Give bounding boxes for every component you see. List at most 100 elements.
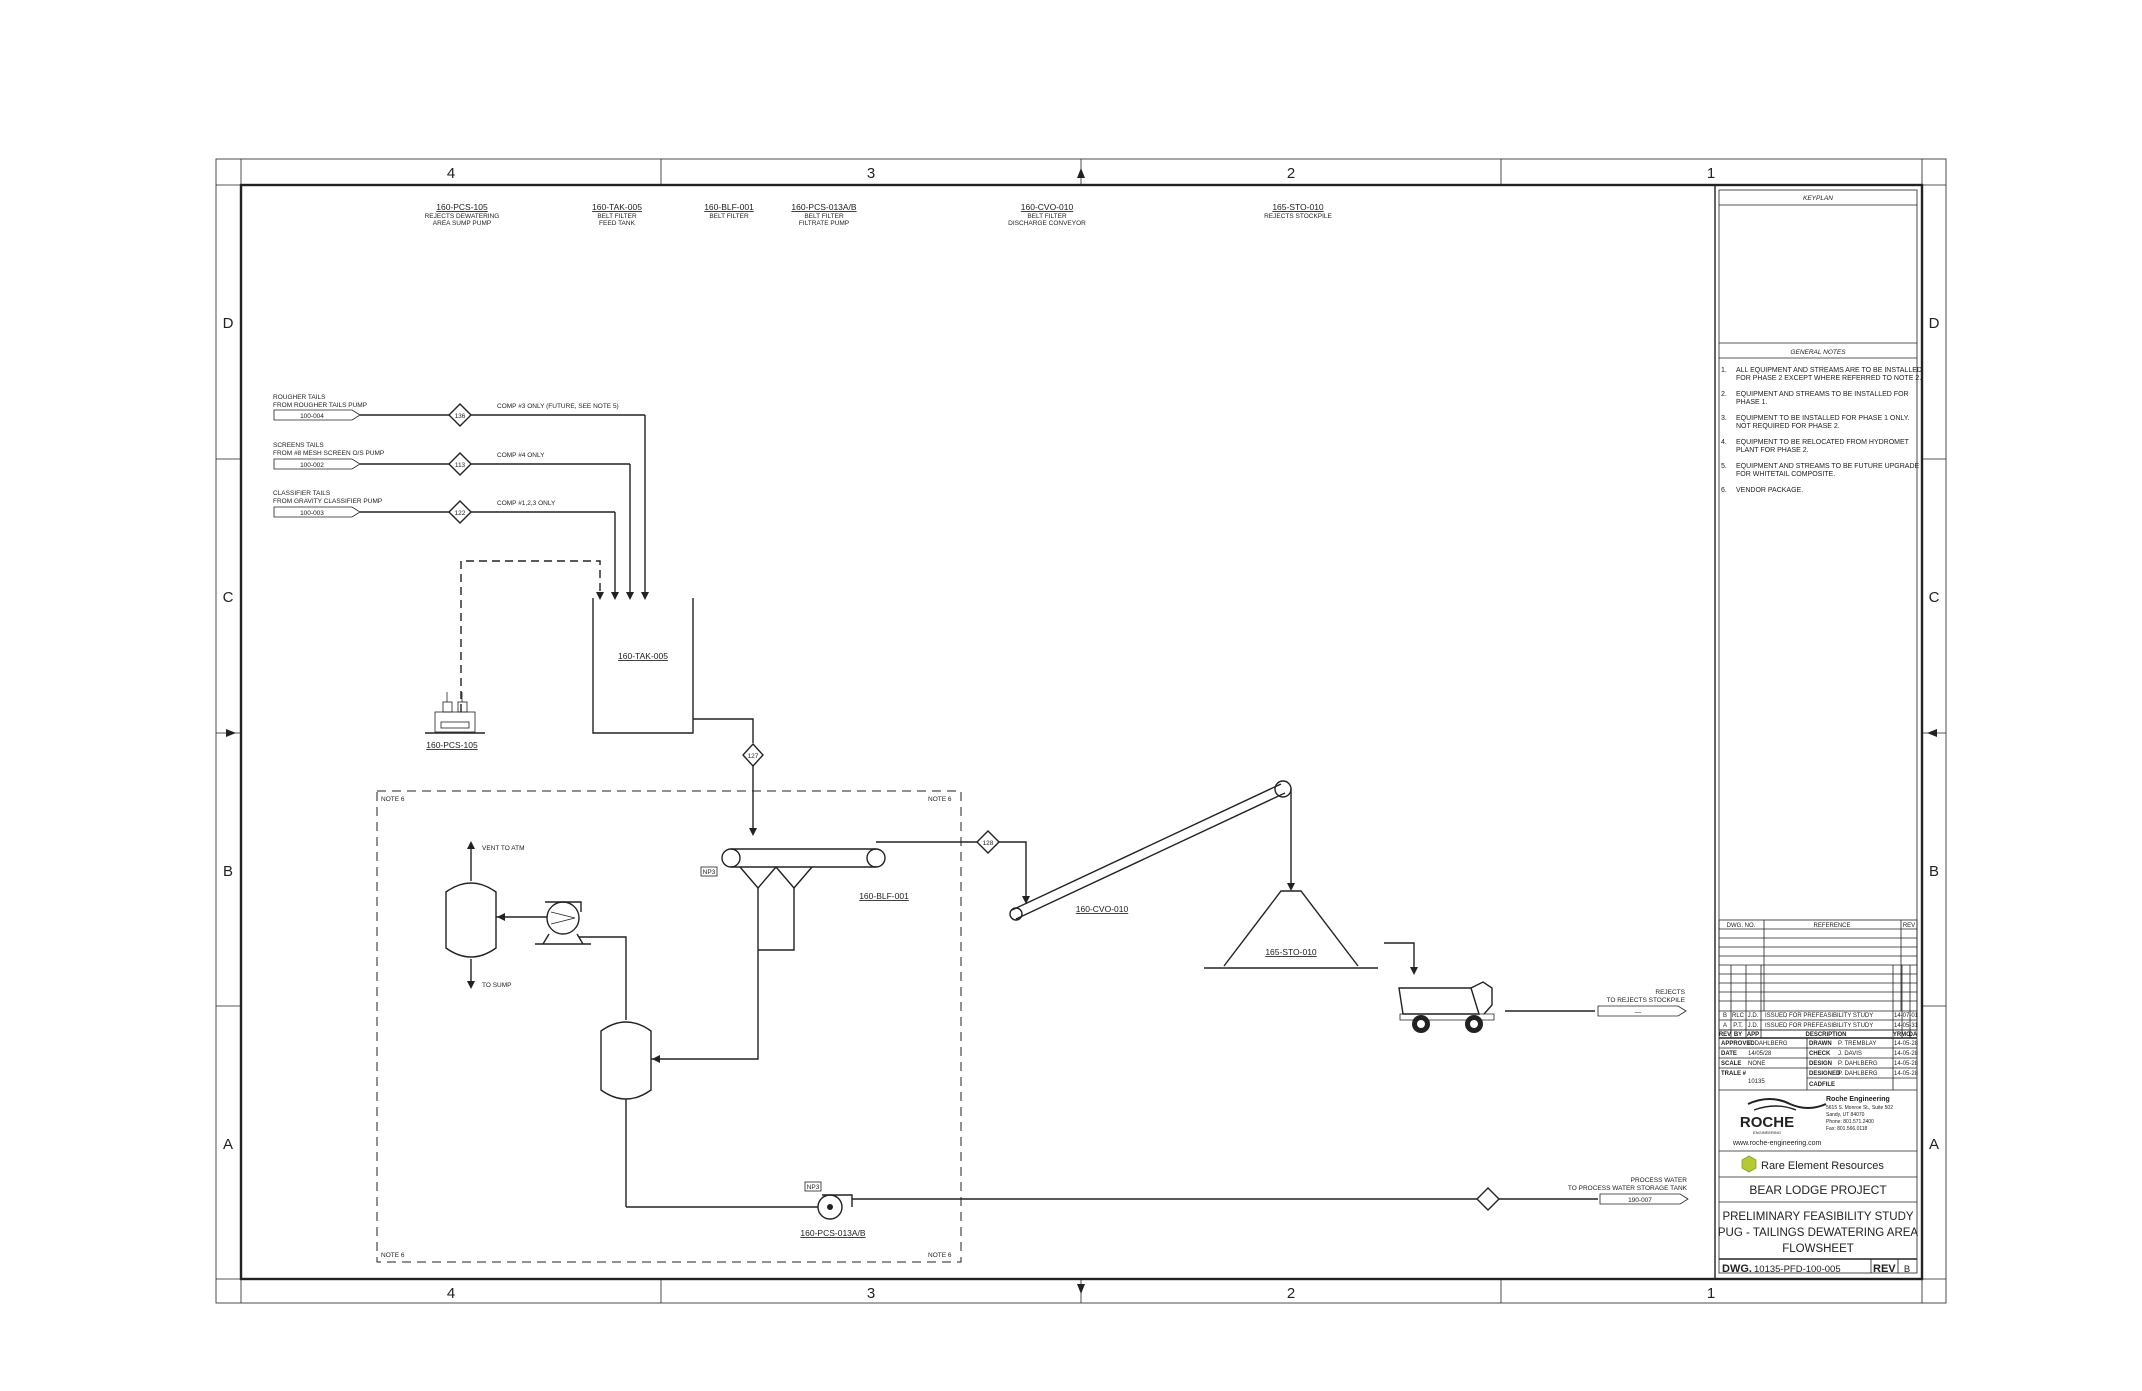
note-text: PLANT FOR PHASE 2. xyxy=(1736,447,1809,454)
header-desc: BELT FILTER xyxy=(597,213,637,220)
note-number: 2. xyxy=(1721,391,1727,398)
feed-note: COMP #1,2,3 ONLY xyxy=(497,500,556,507)
company-name: Roche Engineering xyxy=(1826,1096,1890,1103)
note-number: 1. xyxy=(1721,367,1727,374)
rev-label: REV xyxy=(1873,1263,1896,1275)
info-date: 14-05-28 xyxy=(1894,1071,1919,1077)
note-text: PHASE 1. xyxy=(1736,399,1768,406)
note-text: VENDOR PACKAGE. xyxy=(1736,487,1803,494)
rev-header: DA xyxy=(1909,1032,1918,1038)
vendor-note: NOTE 6 xyxy=(928,796,952,803)
vent-label: VENT TO ATM xyxy=(482,845,525,852)
water-ref: 190-007 xyxy=(1628,1197,1652,1204)
zone-col-bottom: 3 xyxy=(867,1285,875,1302)
belt-filter: NP3 160-BLF-001 128 xyxy=(700,830,1030,951)
dwg-label: DWG. xyxy=(1722,1263,1752,1275)
rev-app: J.D. xyxy=(1748,1023,1759,1029)
vendor-badge: NP3 xyxy=(703,869,716,876)
to-sump-label: TO SUMP xyxy=(482,982,512,989)
vendor-note: NOTE 6 xyxy=(381,796,405,803)
zone-col-top: 3 xyxy=(867,165,875,182)
haul-truck-icon: REJECTS TO REJECTS STOCKPILE — xyxy=(1398,981,1687,1033)
info-key: TRALE # xyxy=(1721,1071,1747,1077)
note-text: FOR WHITETAIL COMPOSITE. xyxy=(1736,471,1835,478)
note-number: 3. xyxy=(1721,415,1727,422)
stream-number: 128 xyxy=(983,840,994,847)
info-value: P. DAHLBERG xyxy=(1748,1041,1788,1047)
header-desc: REJECTS DEWATERING xyxy=(425,213,500,220)
feed-source: FROM #8 MESH SCREEN O/S PUMP xyxy=(273,450,384,457)
rejects-title: REJECTS xyxy=(1655,989,1685,996)
ref-header: REFERENCE xyxy=(1813,923,1850,929)
rev-desc: ISSUED FOR PREFEASIBILITY STUDY xyxy=(1765,1023,1873,1029)
info-value: 10135 xyxy=(1748,1079,1765,1085)
note-number: 4. xyxy=(1721,439,1727,446)
note-text: FOR PHASE 2 EXCEPT WHERE REFERRED TO NOT… xyxy=(1736,375,1921,382)
stream-number: 136 xyxy=(455,413,466,420)
company-address: Sandy, UT 84070 xyxy=(1826,1112,1865,1118)
drawing-title-line: PUG - TAILINGS DEWATERING AREA xyxy=(1718,1227,1919,1239)
stream-number: 122 xyxy=(455,510,466,517)
note-text: ALL EQUIPMENT AND STREAMS ARE TO BE INST… xyxy=(1736,367,1922,374)
company-logo-sub: ENGINEERING xyxy=(1753,1130,1781,1135)
zone-col-bottom: 2 xyxy=(1287,1285,1295,1302)
info-key: DESIGNED xyxy=(1809,1071,1841,1077)
feed-note: COMP #4 ONLY xyxy=(497,452,545,459)
feed-ref: 100-002 xyxy=(300,462,324,469)
info-date: 14-05-28 xyxy=(1894,1041,1919,1047)
roche-logo: ROCHE ENGINEERING xyxy=(1740,1098,1827,1135)
header-desc: FILTRATE PUMP xyxy=(799,220,849,227)
feed-streams: ROUGHER TAILS FROM ROUGHER TAILS PUMP 10… xyxy=(273,394,649,600)
conveyor-label: 160-CVO-010 xyxy=(1076,904,1129,914)
feed-title: CLASSIFIER TAILS xyxy=(273,490,331,497)
filtrate-pump: NP3 160-PCS-013A/B PROCESS WATER TO PROC… xyxy=(626,1177,1689,1238)
info-key: CADFILE xyxy=(1809,1082,1835,1088)
water-dest: TO PROCESS WATER STORAGE TANK xyxy=(1568,1185,1688,1192)
rev-header: DESCRIPTION xyxy=(1805,1032,1846,1038)
info-key: DESIGN xyxy=(1809,1061,1832,1067)
note-text: EQUIPMENT AND STREAMS TO BE FUTURE UPGRA… xyxy=(1736,463,1920,470)
rev-desc: ISSUED FOR PREFEASIBILITY STUDY xyxy=(1765,1013,1873,1019)
note-number: 5. xyxy=(1721,463,1727,470)
rev-date: 14-05-31 xyxy=(1894,1023,1919,1029)
company-address: 5615 S. Monroe St., Suite 502 xyxy=(1826,1105,1893,1111)
company-address: Fax: 801.566.0118 xyxy=(1826,1126,1868,1132)
header-desc: FEED TANK xyxy=(599,220,636,227)
stream-number: 113 xyxy=(455,462,466,469)
info-date: 14-05-28 xyxy=(1894,1051,1919,1057)
feed-source: FROM ROUGHER TAILS PUMP xyxy=(273,402,367,409)
vendor-package-boundary: NOTE 6 NOTE 6 NOTE 6 NOTE 6 xyxy=(376,790,962,1263)
zone-row-right: D xyxy=(1929,315,1940,332)
vacuum-system: VENT TO ATM TO SUMP xyxy=(445,841,759,1207)
rev-value: B xyxy=(1904,1264,1910,1275)
zone-row-right: A xyxy=(1929,1136,1939,1153)
rev-by: RLC xyxy=(1732,1013,1745,1019)
zone-column-labels: 4 3 2 1 4 3 2 1 xyxy=(447,165,1715,1302)
rev-by: P.T. xyxy=(1733,1023,1743,1029)
dwg-number: 10135-PFD-100-005 xyxy=(1754,1264,1841,1275)
sump-pump: 160-PCS-105 xyxy=(425,560,604,750)
title-block: DWG. NO. REFERENCE REV B RLC J.D. ISSUED… xyxy=(1718,919,1919,1275)
header-desc: DISCHARGE CONVEYOR xyxy=(1008,220,1086,227)
info-key: SCALE xyxy=(1721,1061,1741,1067)
general-notes-title: GENERAL NOTES xyxy=(1790,349,1846,356)
filtrate-pump-label: 160-PCS-013A/B xyxy=(800,1228,866,1238)
ref-header: DWG. NO. xyxy=(1727,923,1756,929)
zone-row-left: B xyxy=(223,863,233,880)
info-value: J. DAVIS xyxy=(1838,1051,1862,1057)
rev-header: REV xyxy=(1719,1032,1731,1038)
header-tag: 160-PCS-013A/B xyxy=(791,202,857,212)
feed-ref: 100-004 xyxy=(300,413,324,420)
header-desc: AREA SUMP PUMP xyxy=(433,220,491,227)
zone-row-left: D xyxy=(223,315,234,332)
rev-app: J.D. xyxy=(1748,1013,1759,1019)
header-tag: 160-CVO-010 xyxy=(1021,202,1074,212)
info-value: P. DAHLBERG xyxy=(1838,1071,1878,1077)
rev-header: APP xyxy=(1747,1032,1759,1038)
rev-date: 14-07-01 xyxy=(1894,1013,1919,1019)
info-value: P. TREMBLAY xyxy=(1838,1041,1876,1047)
header-tag: 160-TAK-005 xyxy=(592,202,642,212)
note-text: NOT REQUIRED FOR PHASE 2. xyxy=(1736,423,1840,430)
info-value: NONE xyxy=(1748,1061,1765,1067)
